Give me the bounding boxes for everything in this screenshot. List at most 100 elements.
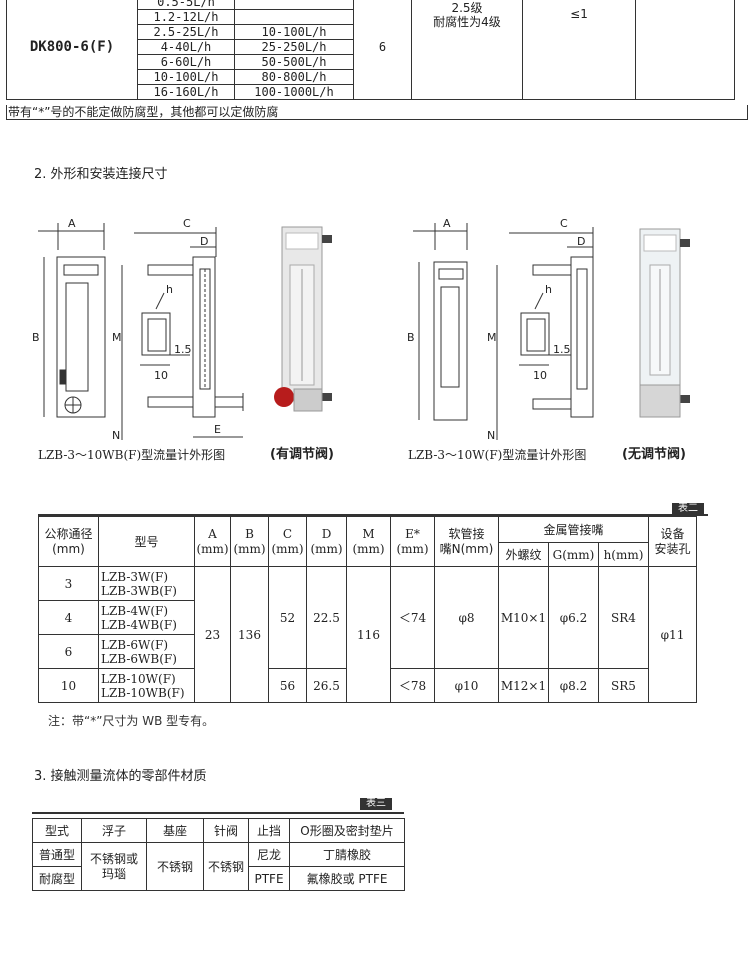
range-cell bbox=[234, 9, 354, 25]
header-needle: 针阀 bbox=[203, 818, 249, 843]
float-material: 不锈钢或 玛瑙 bbox=[81, 842, 147, 891]
range-cell: 0.5-5L/h bbox=[137, 0, 235, 10]
table-cell-n: φ8 bbox=[434, 566, 499, 669]
table-cell-dn: 3 bbox=[38, 566, 99, 601]
base-material: 不锈钢 bbox=[146, 842, 204, 891]
table-cell-a: 23 bbox=[194, 566, 231, 703]
left-figure-caption: LZB-3～10WB(F)型流量计外形图 bbox=[38, 448, 226, 462]
header-model: 型号 bbox=[98, 516, 195, 567]
header-d: D (mm) bbox=[306, 516, 347, 567]
header-base: 基座 bbox=[146, 818, 204, 843]
table-cell-model: LZB-4W(F) LZB-4WB(F) bbox=[98, 600, 195, 635]
flowmeter-photo-with-valve bbox=[274, 226, 332, 412]
dim-label-b: B bbox=[407, 331, 415, 344]
model-cell: DK800-6(F) bbox=[6, 0, 138, 100]
dim-label-e: E bbox=[214, 423, 221, 436]
range-cell: 1.2-12L/h bbox=[137, 9, 235, 25]
section3-title: 3. 接触测量流体的零部件材质 bbox=[34, 769, 207, 784]
header-hole: 设备 安装孔 bbox=[648, 516, 697, 567]
table-cell-model: LZB-3W(F) LZB-3WB(F) bbox=[98, 566, 195, 601]
header-b: B (mm) bbox=[230, 516, 269, 567]
dim-label-10: 10 bbox=[154, 369, 168, 382]
right-figure-tag: (无调节阀) bbox=[622, 447, 686, 462]
table-cell-n: φ10 bbox=[434, 668, 499, 703]
range-cell bbox=[234, 0, 354, 10]
table-cell-d: 22.5 bbox=[306, 566, 347, 669]
dim-label-c: C bbox=[183, 217, 191, 230]
table-cell-thread: M12×1 bbox=[498, 668, 549, 703]
header-g: G(mm) bbox=[548, 542, 599, 567]
range-cell: 2.5-25L/h bbox=[137, 24, 235, 40]
table-cell-dn: 4 bbox=[38, 600, 99, 635]
table-cell-model: LZB-10W(F) LZB-10WB(F) bbox=[98, 668, 195, 703]
dim-label-a: A bbox=[68, 217, 76, 230]
header-h: h(mm) bbox=[598, 542, 649, 567]
table3-tag: 表三 bbox=[360, 798, 392, 810]
header-type: 型式 bbox=[32, 818, 82, 843]
header-e: E* (mm) bbox=[390, 516, 435, 567]
type-corrosion: 耐腐型 bbox=[32, 866, 82, 891]
header-hose: 软管接 嘴N(mm) bbox=[434, 516, 499, 567]
flowmeter-photo-no-valve bbox=[639, 228, 690, 418]
seal-normal: 丁腈橡胶 bbox=[289, 842, 405, 867]
dim-label-b: B bbox=[32, 331, 40, 344]
seal-corrosion: 氟橡胶或 PTFE bbox=[289, 866, 405, 891]
range-cell: 80-800L/h bbox=[234, 69, 354, 85]
header-dn: 公称通径 (mm) bbox=[38, 516, 99, 567]
header-seal: O形圈及密封垫片 bbox=[289, 818, 405, 843]
range-cell: 100-1000L/h bbox=[234, 84, 354, 100]
header-c: C (mm) bbox=[268, 516, 307, 567]
range-cell: 25-250L/h bbox=[234, 39, 354, 55]
material-table: 型式 浮子 基座 针阀 止挡 O形圈及密封垫片 普通型 不锈钢或 玛瑙 不锈钢 … bbox=[32, 818, 405, 891]
flowmeter-drawing-wb: A B C D M h 10 1.5 E N bbox=[32, 217, 244, 440]
header-metal: 金属管接嘴 bbox=[498, 516, 649, 543]
table-cell-e: ＜78 bbox=[390, 668, 435, 703]
dim-label-d: D bbox=[577, 235, 585, 248]
table-cell-g: φ8.2 bbox=[548, 668, 599, 703]
needle-material: 不锈钢 bbox=[203, 842, 249, 891]
table-cell-thread: M10×1 bbox=[498, 566, 549, 669]
table-cell-h: SR5 bbox=[598, 668, 649, 703]
range-cell: 50-500L/h bbox=[234, 54, 354, 70]
table-cell-g: φ6.2 bbox=[548, 566, 599, 669]
table-cell-m: 116 bbox=[346, 566, 391, 703]
range-cell: 10-100L/h bbox=[137, 69, 235, 85]
table-cell-e: ＜74 bbox=[390, 566, 435, 669]
accuracy-line1: 2.5级 bbox=[451, 1, 483, 15]
extra-cell bbox=[635, 0, 735, 100]
dim-label-m: M bbox=[487, 331, 497, 344]
table-cell-model: LZB-6W(F) LZB-6WB(F) bbox=[98, 634, 195, 669]
dim-label-10: 10 bbox=[533, 369, 547, 382]
header-m: M (mm) bbox=[346, 516, 391, 567]
dim-label-h: h bbox=[166, 283, 173, 296]
spec-table: DK800-6(F) 0.5-5L/h 6 2.5级 耐腐性为4级 ≤1 1.2… bbox=[6, 0, 735, 100]
header-thread: 外螺纹 bbox=[498, 542, 549, 567]
flowmeter-drawing-w: A B C D M h 10 1.5 N bbox=[407, 217, 594, 440]
dim-label-d: D bbox=[200, 235, 208, 248]
table-cell-d: 26.5 bbox=[306, 668, 347, 703]
dim-label-15: 1.5 bbox=[174, 343, 192, 356]
range-cell: 4-40L/h bbox=[137, 39, 235, 55]
table-cell-c: 52 bbox=[268, 566, 307, 669]
dim-label-15: 1.5 bbox=[553, 343, 571, 356]
dim-label-m: M bbox=[112, 331, 122, 344]
section2-title: 2. 外形和安装连接尺寸 bbox=[34, 167, 168, 182]
dim-label-a: A bbox=[443, 217, 451, 230]
table-cell-dn: 6 bbox=[38, 634, 99, 669]
pressure-cell: ≤1 bbox=[522, 0, 636, 100]
range-cell: 6-60L/h bbox=[137, 54, 235, 70]
range-cell: 10-100L/h bbox=[234, 24, 354, 40]
stop-normal: 尼龙 bbox=[248, 842, 290, 867]
pressure-value: ≤1 bbox=[570, 7, 588, 21]
dim-label-n: N bbox=[487, 429, 495, 440]
type-normal: 普通型 bbox=[32, 842, 82, 867]
dim-label-c: C bbox=[560, 217, 568, 230]
table2-top-rule bbox=[38, 514, 708, 516]
table3-top-rule bbox=[32, 812, 404, 814]
header-float: 浮子 bbox=[81, 818, 147, 843]
table-cell-h: SR4 bbox=[598, 566, 649, 669]
table-cell-c: 56 bbox=[268, 668, 307, 703]
table-cell-dn: 10 bbox=[38, 668, 99, 703]
right-figure-caption: LZB-3～10W(F)型流量计外形图 bbox=[408, 448, 587, 462]
header-stop: 止挡 bbox=[248, 818, 290, 843]
